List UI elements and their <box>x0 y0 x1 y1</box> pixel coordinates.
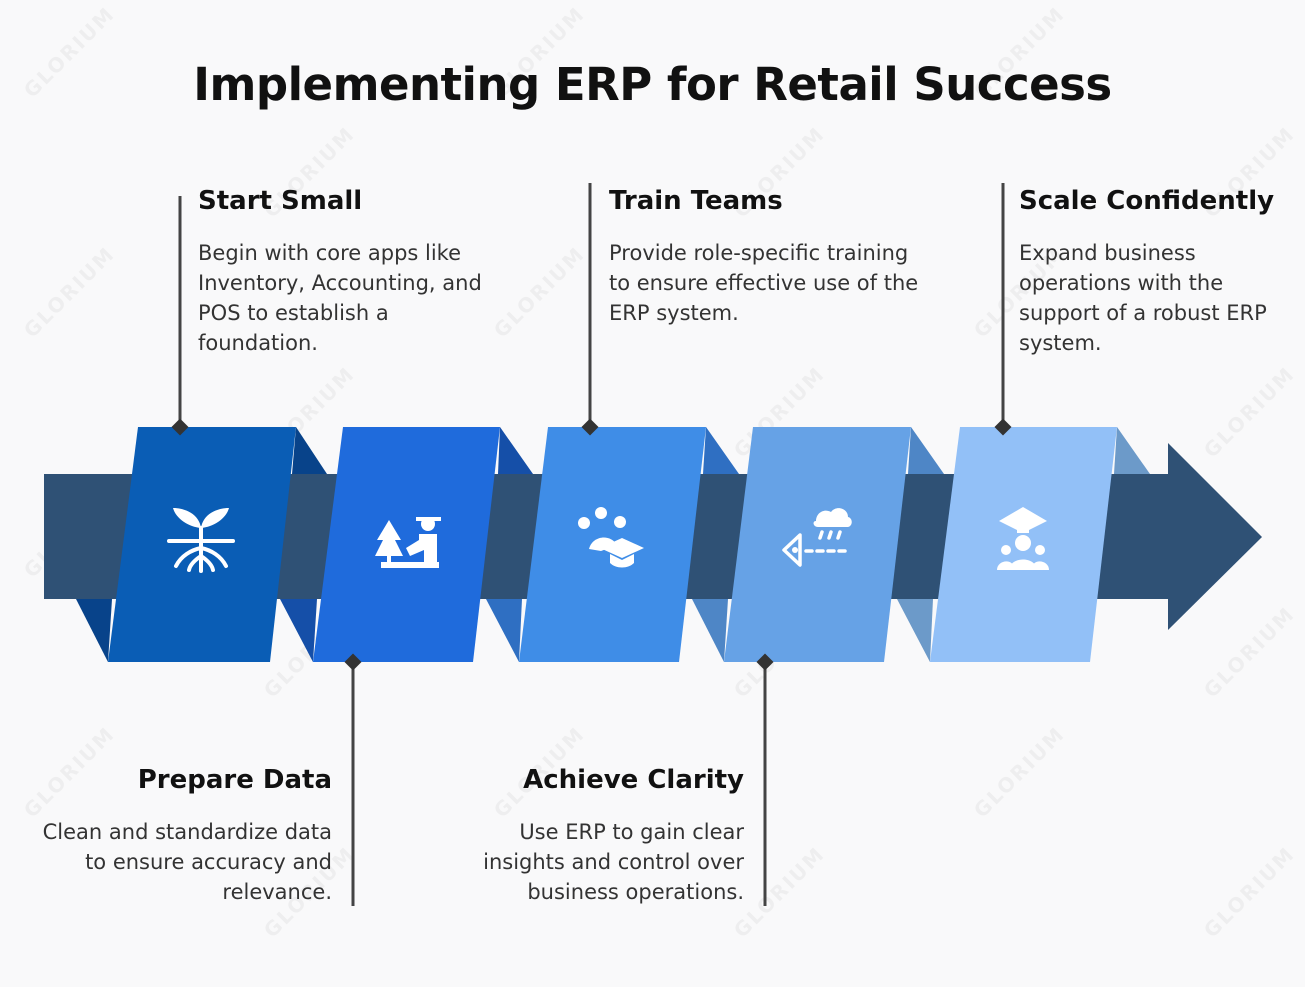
page-title: Implementing ERP for Retail Success <box>193 58 1112 111</box>
paw-graduation-icon <box>578 507 644 568</box>
graduate-team-icon <box>997 507 1049 570</box>
fold-top <box>908 427 944 474</box>
connector-dot <box>171 418 189 436</box>
fold-top <box>498 427 533 474</box>
step-title: Start Small <box>198 186 363 216</box>
fold-bottom <box>280 599 317 662</box>
step-panel-4 <box>692 427 944 906</box>
step-title: Achieve Clarity <box>523 765 744 795</box>
panel <box>313 427 500 662</box>
vision-cloud-icon <box>782 508 852 567</box>
fold-bottom <box>76 599 112 662</box>
connector-dot <box>581 418 599 436</box>
step-description: Provide role-specific training to ensure… <box>609 241 919 325</box>
step-panel-5 <box>897 183 1150 662</box>
gardener-icon <box>375 517 441 568</box>
step-title: Prepare Data <box>137 765 332 795</box>
connector-dot <box>756 653 774 671</box>
step-start-small: Start Small Begin with core apps like In… <box>198 186 508 358</box>
sprout-roots-icon <box>167 508 235 573</box>
fold-bottom <box>486 599 522 662</box>
connector-dot <box>344 653 362 671</box>
step-prepare-data: Prepare Data Clean and standardize data … <box>40 765 332 907</box>
step-train-teams: Train Teams Provide role-specific traini… <box>609 186 919 328</box>
step-title: Scale Confidently <box>1019 186 1275 216</box>
step-description: Use ERP to gain clear insights and contr… <box>483 820 744 904</box>
fold-top <box>703 427 739 474</box>
step-title: Train Teams <box>609 186 783 216</box>
arrow-head <box>1168 443 1262 630</box>
fold-top <box>1114 427 1150 474</box>
fold-bottom <box>692 599 728 662</box>
step-scale-confidently: Scale Confidently Expand business operat… <box>1019 186 1279 358</box>
connector-dot <box>994 418 1012 436</box>
fold-top <box>292 427 327 474</box>
step-panel-2 <box>280 427 533 906</box>
fold-bottom <box>897 599 933 662</box>
panel <box>724 427 911 662</box>
step-description: Expand business operations with the supp… <box>1019 241 1267 355</box>
step-description: Begin with core apps like Inventory, Acc… <box>198 241 482 355</box>
step-achieve-clarity: Achieve Clarity Use ERP to gain clear in… <box>444 765 744 907</box>
step-panel-1 <box>76 196 327 662</box>
step-panel-3 <box>486 183 739 662</box>
step-description: Clean and standardize data to ensure acc… <box>42 820 332 904</box>
